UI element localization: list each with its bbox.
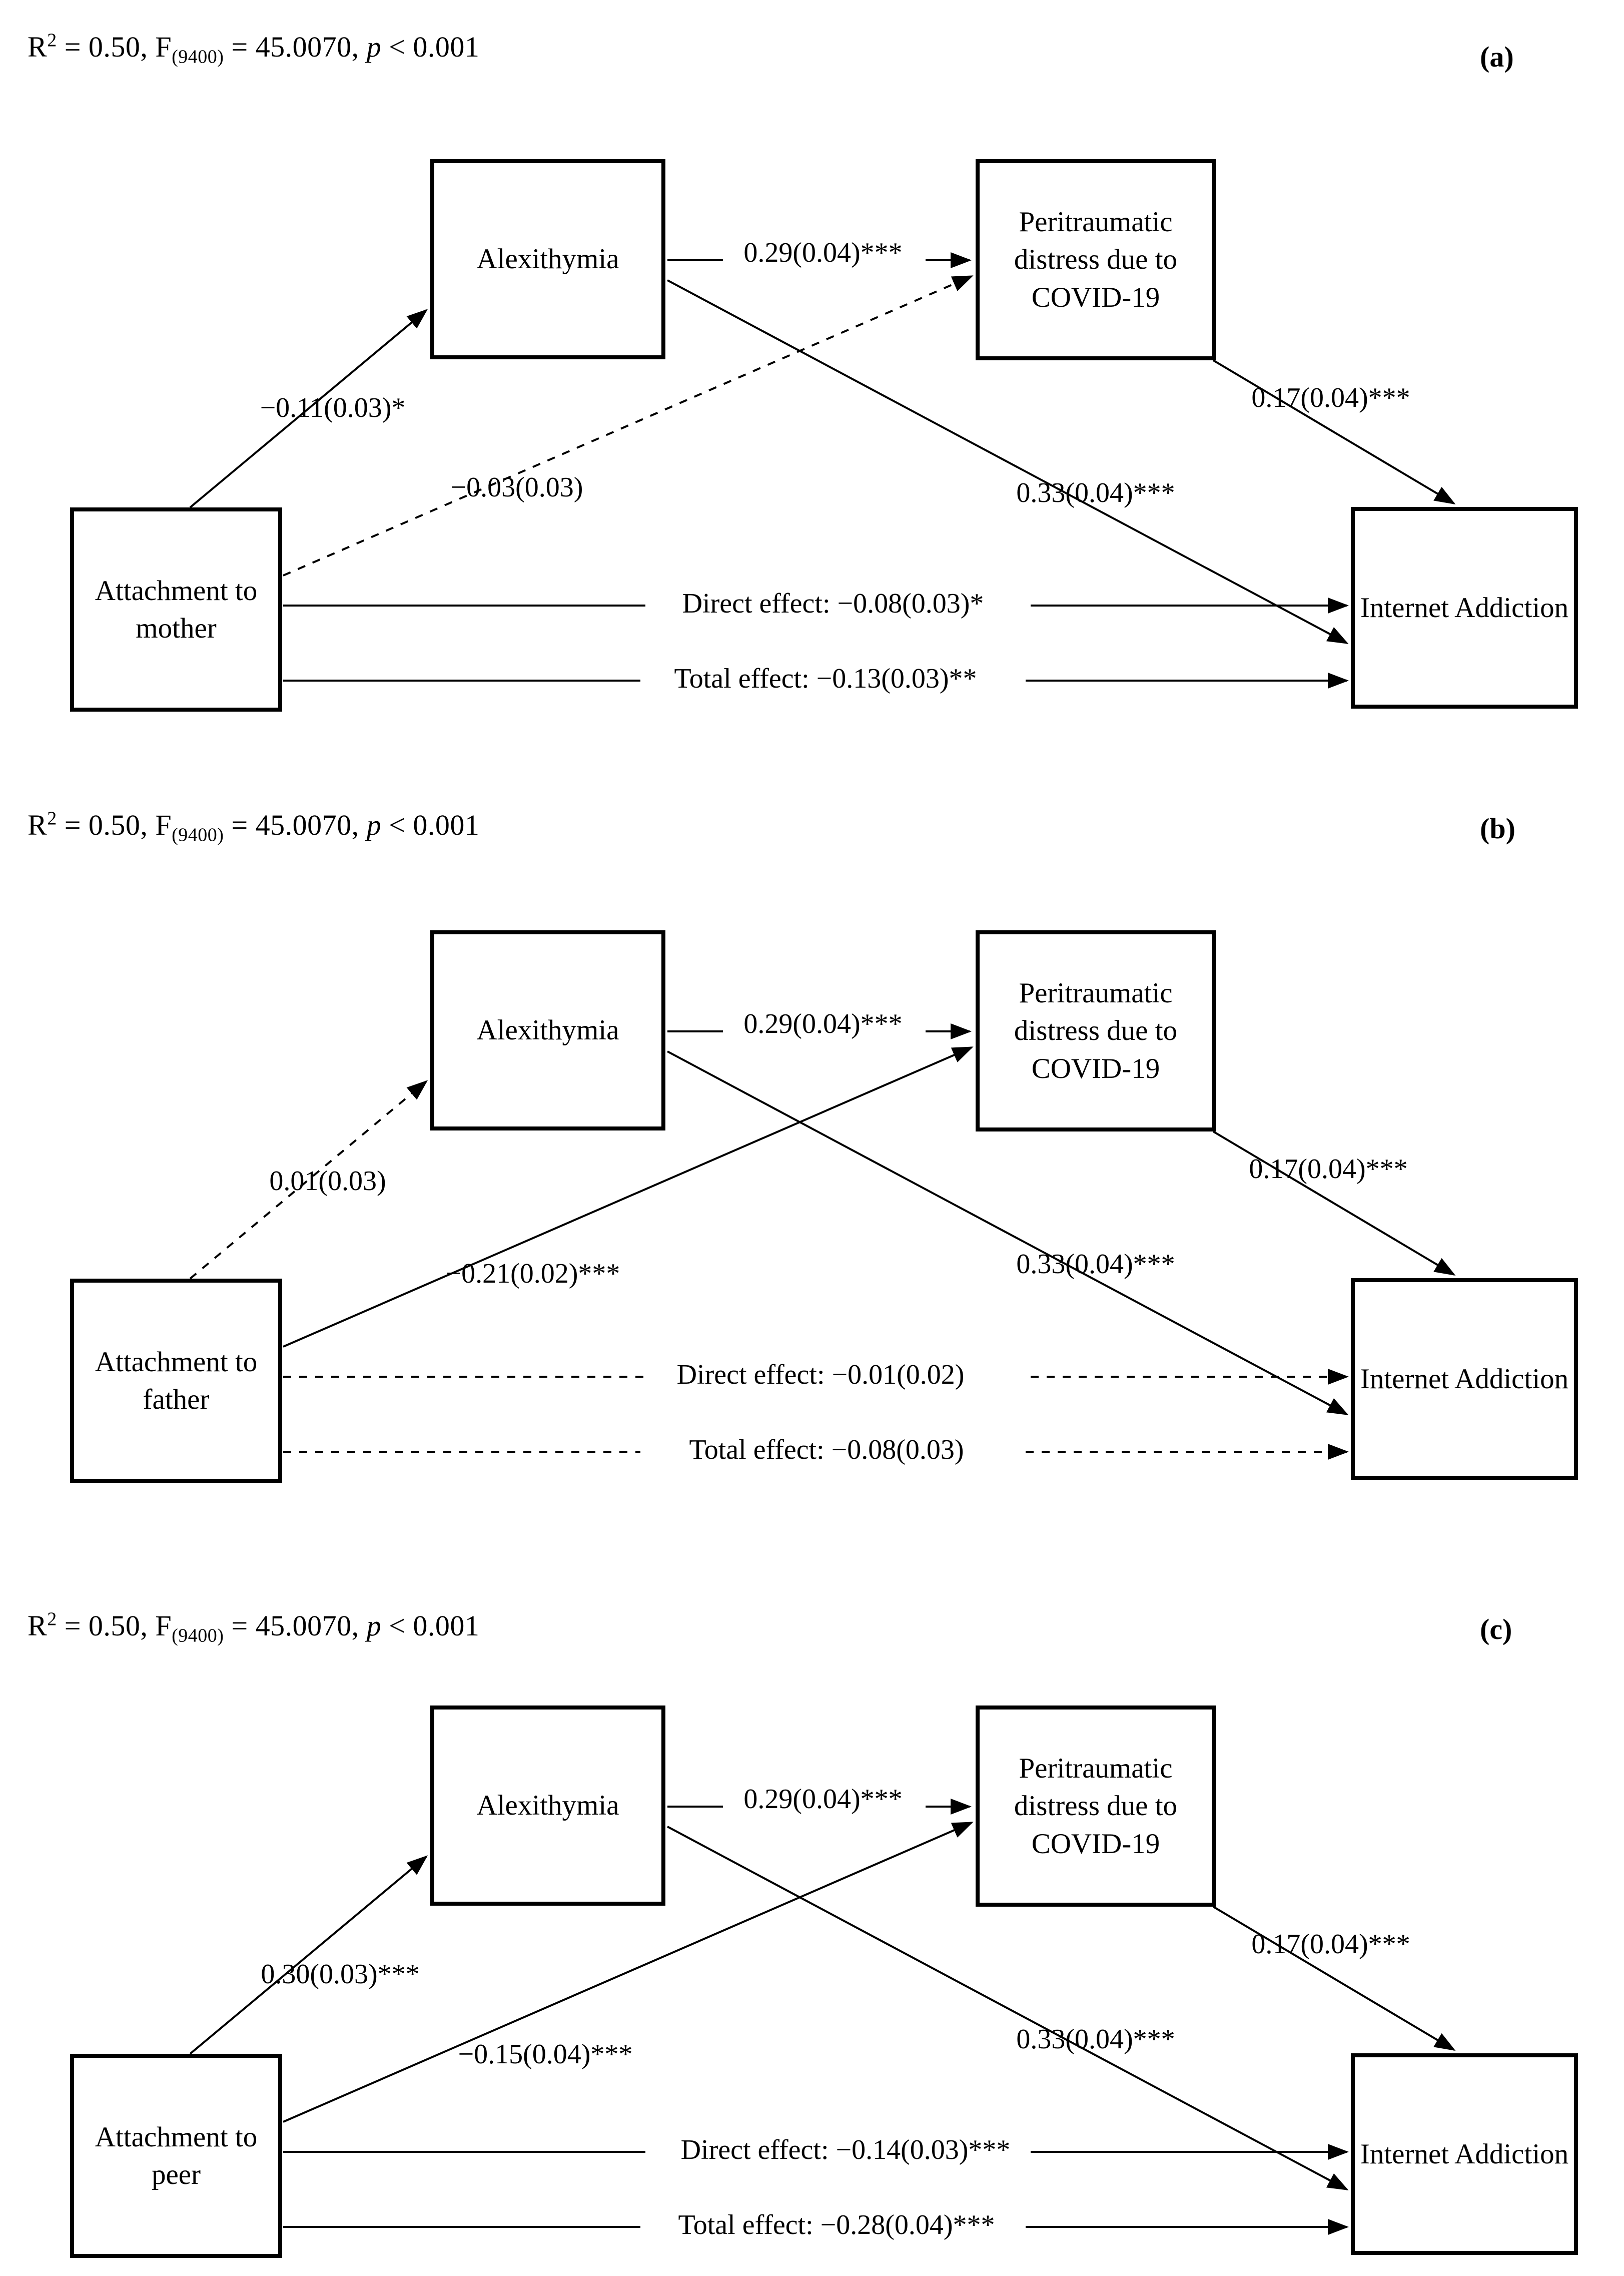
panel-b-box-alexithymia: Alexithymia xyxy=(430,930,665,1130)
stats-df-sub: (9400) xyxy=(172,46,224,68)
panel-a-box-internet-addiction: Internet Addiction xyxy=(1351,507,1578,709)
panel-c-coef-pred-med2: −0.15(0.04)*** xyxy=(458,2039,633,2070)
panel-a-total-effect-label: Total effect: −0.13(0.03)** xyxy=(674,663,977,694)
panel-a-box-peritraumatic-distress: Peritraumatic distress due to COVID-19 xyxy=(976,159,1216,360)
panel-b-box-peritraumatic-distress: Peritraumatic distress due to COVID-19 xyxy=(976,930,1216,1131)
panel-b-stats: R2 = 0.50, F(9400) = 45.0070, p < 0.001 xyxy=(28,808,480,845)
panel-b-tag: (b) xyxy=(1480,812,1515,845)
c-pred-med1-line xyxy=(189,1855,428,2055)
panel-b-total-effect-label: Total effect: −0.08(0.03) xyxy=(689,1434,964,1465)
stats-pvalue: < 0.001 xyxy=(381,31,480,63)
panel-c-coef-med1-outcome: 0.33(0.04)*** xyxy=(1016,2024,1175,2055)
panel-c-coef-pred-med1: 0.30(0.03)*** xyxy=(261,1959,420,1990)
panel-a-box-alexithymia: Alexithymia xyxy=(430,159,665,359)
stats-f: = 0.50, F xyxy=(57,1609,172,1642)
stats-df-sub: (9400) xyxy=(172,1625,224,1646)
panel-c-box-alexithymia: Alexithymia xyxy=(430,1705,665,1906)
panel-c-total-effect-label: Total effect: −0.28(0.04)*** xyxy=(678,2209,995,2240)
stats-pvalue: < 0.001 xyxy=(381,1609,480,1642)
panel-c-tag: (c) xyxy=(1480,1613,1512,1645)
stats-df-sub: (9400) xyxy=(172,824,224,846)
stats-p: p xyxy=(366,1609,382,1642)
a-pred-med2-line xyxy=(283,275,974,577)
c-med1-outcome-line xyxy=(667,1826,1349,2190)
stats-r-sup: 2 xyxy=(47,30,57,51)
panel-c-coef-med1-med2: 0.29(0.04)*** xyxy=(743,1784,903,1815)
panel-c-paths xyxy=(189,1799,1456,2235)
panel-a-coef-med1-med2: 0.29(0.04)*** xyxy=(743,237,903,268)
panel-c-direct-effect-label: Direct effect: −0.14(0.03)*** xyxy=(680,2134,1011,2165)
c-med2-outcome-line xyxy=(1212,1906,1456,2051)
panel-b-coef-med1-med2: 0.29(0.04)*** xyxy=(743,1008,903,1039)
panel-a-stats: R2 = 0.50, F(9400) = 45.0070, p < 0.001 xyxy=(28,30,480,67)
panel-b-box-internet-addiction: Internet Addiction xyxy=(1351,1278,1578,1480)
b-pred-med2-line xyxy=(283,1046,974,1348)
a-med1-outcome-line xyxy=(667,279,1349,644)
stats-r-sup: 2 xyxy=(47,808,57,829)
stats-r: R xyxy=(28,1609,48,1642)
panel-a-coef-pred-med1: −0.11(0.03)* xyxy=(260,392,406,423)
b-med2-outcome-line xyxy=(1212,1130,1456,1276)
stats-f: = 0.50, F xyxy=(57,809,172,841)
stats-fvalue: = 45.0070, xyxy=(224,1609,367,1642)
stats-fvalue: = 45.0070, xyxy=(224,809,367,841)
panel-b-coef-med2-outcome: 0.17(0.04)*** xyxy=(1249,1154,1408,1185)
stats-r-sup: 2 xyxy=(47,1608,57,1630)
panel-a-tag: (a) xyxy=(1480,41,1514,73)
panel-b-coef-pred-med1: 0.01(0.03) xyxy=(269,1166,386,1197)
a-pred-med1-line xyxy=(189,309,428,508)
panel-a-coef-pred-med2: −0.03(0.03) xyxy=(450,472,583,503)
stats-pvalue: < 0.001 xyxy=(381,809,480,841)
stats-f: = 0.50, F xyxy=(57,31,172,63)
panel-a-paths xyxy=(189,252,1456,689)
a-med2-outcome-line xyxy=(1212,359,1456,505)
stats-p: p xyxy=(366,31,382,63)
panel-c-box-peritraumatic-distress: Peritraumatic distress due to COVID-19 xyxy=(976,1705,1216,1907)
panel-b-box-predictor: Attachment to father xyxy=(70,1279,282,1483)
stats-r: R xyxy=(28,31,48,63)
b-med1-outcome-line xyxy=(667,1050,1349,1415)
panel-c-box-predictor: Attachment to peer xyxy=(70,2054,282,2258)
panel-a-box-predictor: Attachment to mother xyxy=(70,507,282,712)
panel-a-direct-effect-label: Direct effect: −0.08(0.03)* xyxy=(682,588,984,619)
panel-a-coef-med2-outcome: 0.17(0.04)*** xyxy=(1251,382,1410,413)
panel-b-coef-med1-outcome: 0.33(0.04)*** xyxy=(1016,1249,1175,1280)
stats-fvalue: = 45.0070, xyxy=(224,31,367,63)
panel-b-coef-pred-med2: −0.21(0.02)*** xyxy=(445,1258,620,1289)
b-pred-med1-line xyxy=(189,1080,428,1280)
stats-p: p xyxy=(366,809,382,841)
panel-b-direct-effect-label: Direct effect: −0.01(0.02) xyxy=(676,1359,965,1390)
panel-a-coef-med1-outcome: 0.33(0.04)*** xyxy=(1016,477,1175,508)
panel-b-paths xyxy=(189,1023,1456,1460)
panel-c-stats: R2 = 0.50, F(9400) = 45.0070, p < 0.001 xyxy=(28,1608,480,1645)
stats-r: R xyxy=(28,809,48,841)
panel-c-box-internet-addiction: Internet Addiction xyxy=(1351,2053,1578,2255)
panel-c-coef-med2-outcome: 0.17(0.04)*** xyxy=(1251,1929,1410,1960)
c-pred-med2-line xyxy=(283,1822,974,2123)
